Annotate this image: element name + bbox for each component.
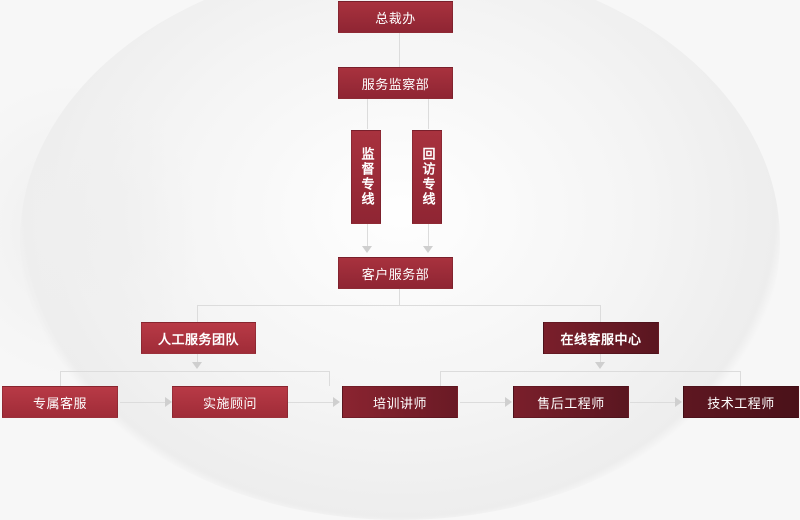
role-aftersales-engineer-box: 售后工程师 (513, 386, 629, 418)
online-center-box: 在线客服中心 (543, 322, 659, 354)
arrow-down-icon (192, 362, 202, 369)
customer-service-dept-label: 客户服务部 (361, 267, 430, 283)
connector-online-down (600, 353, 601, 365)
connector-branch-bar (197, 305, 601, 306)
role-trainer-box: 培训讲师 (342, 386, 458, 418)
role-tech-engineer-label: 技术工程师 (707, 396, 775, 412)
role-dedicated-cs-label: 专属客服 (32, 396, 87, 412)
arrow-down-icon (423, 246, 433, 253)
customer-service-dept-box: 客户服务部 (338, 257, 453, 289)
role-dedicated-cs-box: 专属客服 (2, 386, 118, 418)
connector-role-3-4 (460, 402, 505, 403)
connector-cs-branches (399, 289, 400, 305)
arrow-right-icon (505, 397, 512, 407)
connector-supervision-hotline2 (428, 99, 429, 129)
arrow-down-icon (362, 246, 372, 253)
followup-hotline-box: 回访专线 (412, 130, 442, 224)
connector-to-manual-team (197, 305, 198, 322)
arrow-right-icon (165, 397, 172, 407)
arrow-down-icon (595, 362, 605, 369)
arrow-right-icon (333, 397, 340, 407)
role-tech-engineer-box: 技术工程师 (683, 386, 799, 418)
supervision-dept-box: 服务监察部 (338, 67, 453, 99)
connector-to-role-3b (440, 371, 441, 386)
role-implementation-consultant-box: 实施顾问 (172, 386, 288, 418)
connector-hotline2-cs (428, 224, 429, 246)
supervision-dept-label: 服务监察部 (361, 77, 430, 93)
supervision-hotline-label: 监督专线 (358, 147, 374, 207)
manual-team-box: 人工服务团队 (141, 322, 256, 354)
connector-online-bar (440, 371, 740, 372)
connector-to-role-1 (60, 371, 61, 386)
connector-ceo-supervision (399, 32, 400, 67)
supervision-hotline-box: 监督专线 (351, 130, 381, 224)
connector-supervision-hotline1 (367, 99, 368, 129)
followup-hotline-label: 回访专线 (419, 147, 435, 207)
role-trainer-label: 培训讲师 (372, 396, 427, 412)
connector-hotline1-cs (367, 224, 368, 246)
online-center-label: 在线客服中心 (560, 332, 642, 348)
ceo-office-label: 总裁办 (375, 11, 416, 27)
role-aftersales-engineer-label: 售后工程师 (537, 396, 605, 412)
ceo-office-box: 总裁办 (338, 1, 453, 33)
connector-to-online-center (600, 305, 601, 322)
manual-team-label: 人工服务团队 (157, 332, 239, 348)
connector-manual-down (197, 353, 198, 365)
arrow-right-icon (675, 397, 682, 407)
connector-manual-bar (60, 371, 330, 372)
connector-to-role-3 (329, 371, 330, 386)
connector-role-1-2 (120, 402, 165, 403)
connector-to-role-5 (740, 371, 741, 386)
connector-role-2-3 (288, 402, 333, 403)
role-implementation-consultant-label: 实施顾问 (202, 396, 257, 412)
connector-role-4-5 (630, 402, 675, 403)
